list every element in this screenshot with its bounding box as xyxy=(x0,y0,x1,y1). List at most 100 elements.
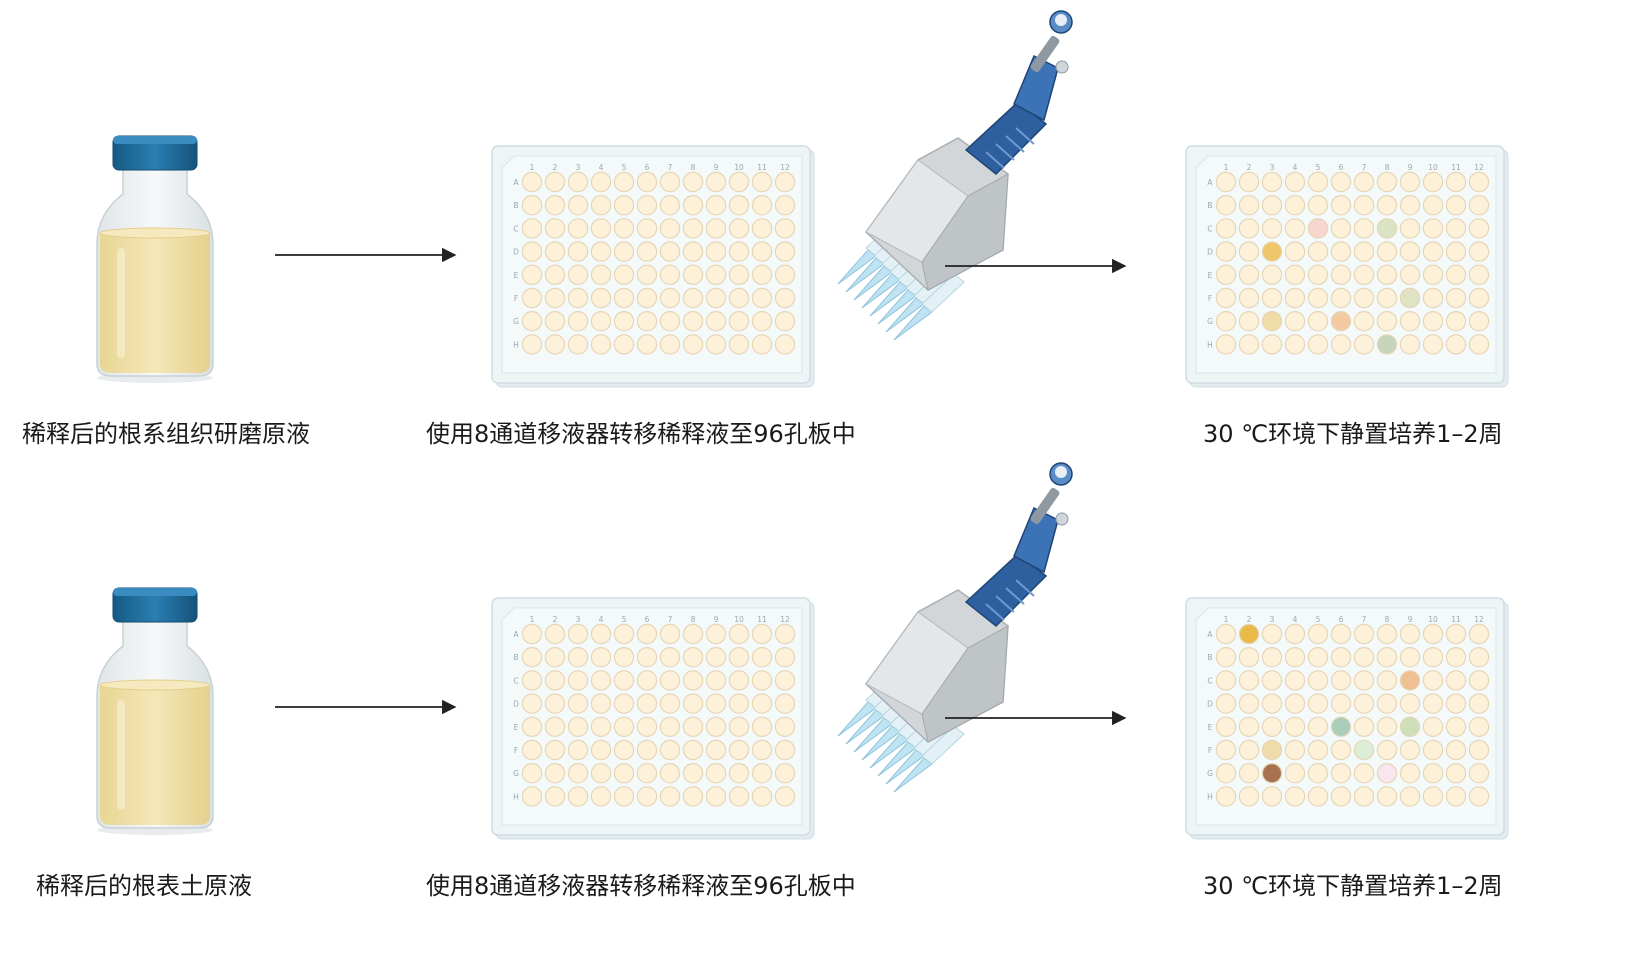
plate-well xyxy=(1468,311,1490,332)
plate-well xyxy=(1445,647,1467,668)
plate-well xyxy=(1445,739,1467,761)
plate-well xyxy=(1238,264,1260,285)
plate-well xyxy=(590,739,612,761)
plate-well xyxy=(613,287,635,309)
plate-well xyxy=(1376,693,1398,714)
plate-column-label: 4 xyxy=(599,615,604,624)
plate-column-label: 9 xyxy=(714,615,719,624)
plate-well xyxy=(705,287,727,309)
plate-well xyxy=(544,218,566,239)
plate-well xyxy=(705,786,727,807)
plate-well xyxy=(1422,311,1444,332)
plate-well xyxy=(705,716,727,738)
plate-well xyxy=(774,334,796,355)
plate-column-label: 11 xyxy=(1451,615,1461,624)
plate-well xyxy=(1445,670,1467,691)
plate-well xyxy=(521,264,543,285)
plate-well xyxy=(705,311,727,332)
plate-well xyxy=(1330,623,1352,645)
plate-well xyxy=(521,786,543,807)
plate-well xyxy=(1353,763,1375,784)
plate-well xyxy=(521,739,543,761)
plate-well xyxy=(1422,171,1444,193)
plate-row-label: B xyxy=(1207,201,1212,210)
plate-well xyxy=(521,194,543,216)
plate-well xyxy=(728,716,750,738)
plate-well xyxy=(728,739,750,761)
plate-well xyxy=(1445,218,1467,239)
plate-well xyxy=(728,670,750,691)
plate-well xyxy=(1261,334,1283,355)
plate-well xyxy=(1445,693,1467,714)
plate-well xyxy=(590,623,612,645)
plate-row-label: F xyxy=(1208,746,1212,755)
plate-well xyxy=(1307,287,1329,309)
plate-well xyxy=(659,739,681,761)
plate-well xyxy=(521,311,543,332)
plate-well xyxy=(659,241,681,262)
plate-well xyxy=(1422,623,1444,645)
plate-well xyxy=(1468,264,1490,285)
plate-column-label: 9 xyxy=(714,163,719,172)
plate-well xyxy=(567,334,589,355)
plate-well xyxy=(1261,786,1283,807)
plate-well xyxy=(521,287,543,309)
plate-column-label: 3 xyxy=(576,615,581,624)
plate-well xyxy=(728,241,750,262)
plate-well xyxy=(751,739,773,761)
plate-column-label: 8 xyxy=(691,163,696,172)
plate-well xyxy=(682,241,704,262)
plate-well xyxy=(1215,171,1237,193)
plate-well xyxy=(1353,171,1375,193)
plate-well xyxy=(1445,241,1467,262)
plate-well xyxy=(682,623,704,645)
plate-row-label: E xyxy=(514,723,519,732)
plate-row-label: F xyxy=(514,294,518,303)
plate-row-label: B xyxy=(1207,653,1212,662)
plate-well xyxy=(1284,739,1306,761)
plate-well xyxy=(613,241,635,262)
plate-column-label: 2 xyxy=(553,615,558,624)
plate-well xyxy=(774,241,796,262)
plate-well xyxy=(544,763,566,784)
plate-column-label: 1 xyxy=(1224,615,1229,624)
transfer-label: 使用8通道移液器转移稀释液至96孔板中 xyxy=(426,872,856,900)
plate-row-label: A xyxy=(513,630,519,639)
plate-well xyxy=(705,670,727,691)
plate-well xyxy=(728,334,750,355)
plate-well xyxy=(751,334,773,355)
plate-well xyxy=(659,670,681,691)
plate-well xyxy=(613,763,635,784)
plate-well xyxy=(1445,171,1467,193)
plate-well xyxy=(1238,763,1260,784)
plate-well xyxy=(1284,287,1306,309)
plate-well xyxy=(1284,786,1306,807)
plate-well xyxy=(636,287,658,309)
plate-row-label: C xyxy=(513,224,518,233)
plate-well xyxy=(1399,693,1421,714)
plate-well xyxy=(1468,739,1490,761)
plate-well xyxy=(682,647,704,668)
plate-column-label: 3 xyxy=(1270,615,1275,624)
plate-well xyxy=(1399,334,1421,355)
plate-well xyxy=(659,194,681,216)
plate-well xyxy=(1376,194,1398,216)
plate-well xyxy=(705,241,727,262)
plate-well xyxy=(567,716,589,738)
plate-row-label: G xyxy=(513,317,519,326)
plate-well xyxy=(1353,241,1375,262)
plate-well xyxy=(1353,194,1375,216)
plate-well xyxy=(751,786,773,807)
plate-column-label: 4 xyxy=(1293,615,1298,624)
plate-row-label: E xyxy=(1208,271,1213,280)
plate-well xyxy=(590,670,612,691)
plate-well xyxy=(1422,194,1444,216)
plate-well xyxy=(1422,693,1444,714)
plate-well xyxy=(774,264,796,285)
plate-well xyxy=(1422,739,1444,761)
plate-well xyxy=(590,194,612,216)
plate-well xyxy=(774,287,796,309)
plate-well xyxy=(1353,287,1375,309)
plate-well xyxy=(1261,670,1283,691)
plate-well xyxy=(567,786,589,807)
